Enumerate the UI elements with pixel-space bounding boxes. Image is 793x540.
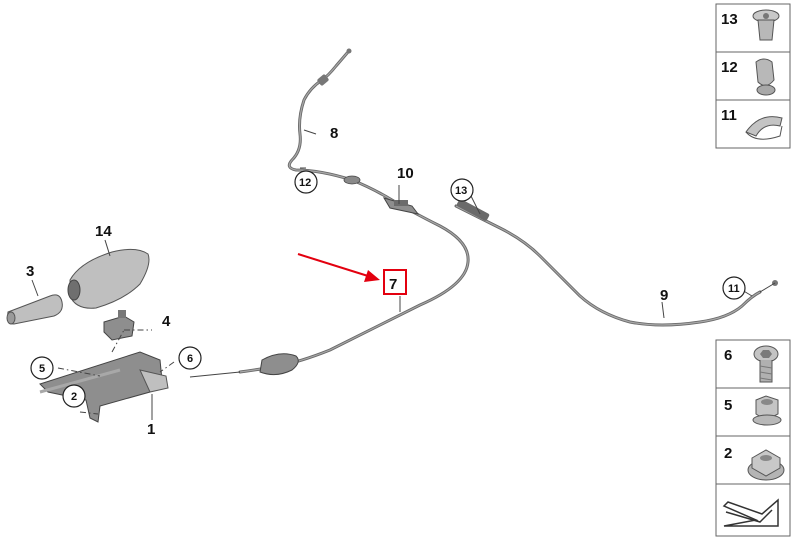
cable-9 [454,199,778,327]
svg-text:11: 11 [728,283,740,295]
circle-label-5: 5 [30,356,54,380]
parts-panel-top: 13 12 11 [715,3,791,149]
highlight-arrow [297,253,380,282]
label-7-highlight: 7 [383,269,407,295]
svg-text:6: 6 [724,347,732,364]
panel-item-6-screw: 6 [724,345,779,383]
lever-base-1 [39,351,169,423]
svg-text:12: 12 [721,59,738,76]
circle-label-11: 11 [722,276,746,300]
svg-text:2: 2 [71,391,77,403]
label-3: 3 [26,263,34,280]
button-4 [103,310,135,341]
bracket-10 [382,197,420,215]
cable-grommet [259,353,299,376]
svg-text:5: 5 [39,363,45,375]
svg-text:2: 2 [724,445,732,462]
label-14: 14 [95,223,112,240]
panel-arrow-icon [722,498,779,527]
label-9: 9 [660,287,668,304]
label-10: 10 [397,165,414,182]
circle-label-12: 12 [294,170,318,194]
svg-text:6: 6 [187,353,193,365]
panel-item-12: 12 [721,58,776,96]
svg-text:13: 13 [455,185,467,197]
svg-text:12: 12 [299,177,311,189]
panel-item-2-nut: 2 [724,445,785,481]
cable-8 [238,48,470,374]
svg-text:13: 13 [721,11,738,28]
cover-14 [67,248,150,309]
circle-label-2: 2 [62,384,86,408]
parts-panel-bottom: 6 5 2 [715,339,791,537]
svg-text:11: 11 [721,107,737,124]
handle-3 [6,294,63,325]
label-8: 8 [330,125,338,142]
svg-text:5: 5 [724,397,732,414]
label-7: 7 [389,276,397,293]
circle-label-13: 13 [450,178,474,202]
panel-item-5-nut: 5 [724,395,782,426]
label-4: 4 [162,313,171,330]
label-1: 1 [147,421,155,438]
circle-label-6: 6 [178,346,202,370]
panel-item-11: 11 [721,107,783,140]
panel-item-13: 13 [721,9,780,41]
